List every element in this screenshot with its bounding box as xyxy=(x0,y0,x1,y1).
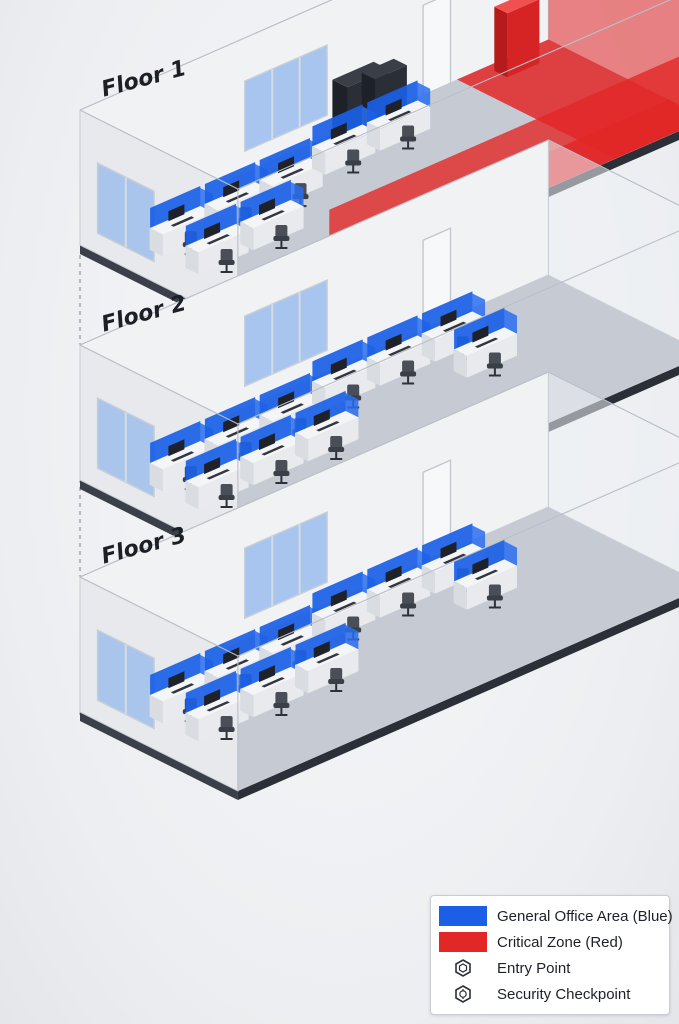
legend-item-critical-zone: Critical Zone (Red) xyxy=(439,929,661,955)
legend-label-critical-zone: Critical Zone (Red) xyxy=(497,933,623,951)
security-checkpoint-icon xyxy=(439,984,487,1004)
legend-label-entry-point: Entry Point xyxy=(497,959,571,977)
general-office-swatch xyxy=(439,906,487,926)
floor-3: Floor 3 xyxy=(79,371,679,800)
legend-label-security-checkpoint: Security Checkpoint xyxy=(497,985,631,1003)
legend-item-general-office: General Office Area (Blue) xyxy=(439,903,673,929)
critical-zone-swatch xyxy=(439,932,487,952)
legend: General Office Area (Blue) Critical Zone… xyxy=(430,895,673,1015)
legend-item-security-checkpoint: Security Checkpoint xyxy=(439,981,661,1007)
legend-item-entry-point: Entry Point xyxy=(439,955,661,981)
entry-point-icon xyxy=(439,958,487,978)
legend-label-general-office: General Office Area (Blue) xyxy=(497,907,673,925)
